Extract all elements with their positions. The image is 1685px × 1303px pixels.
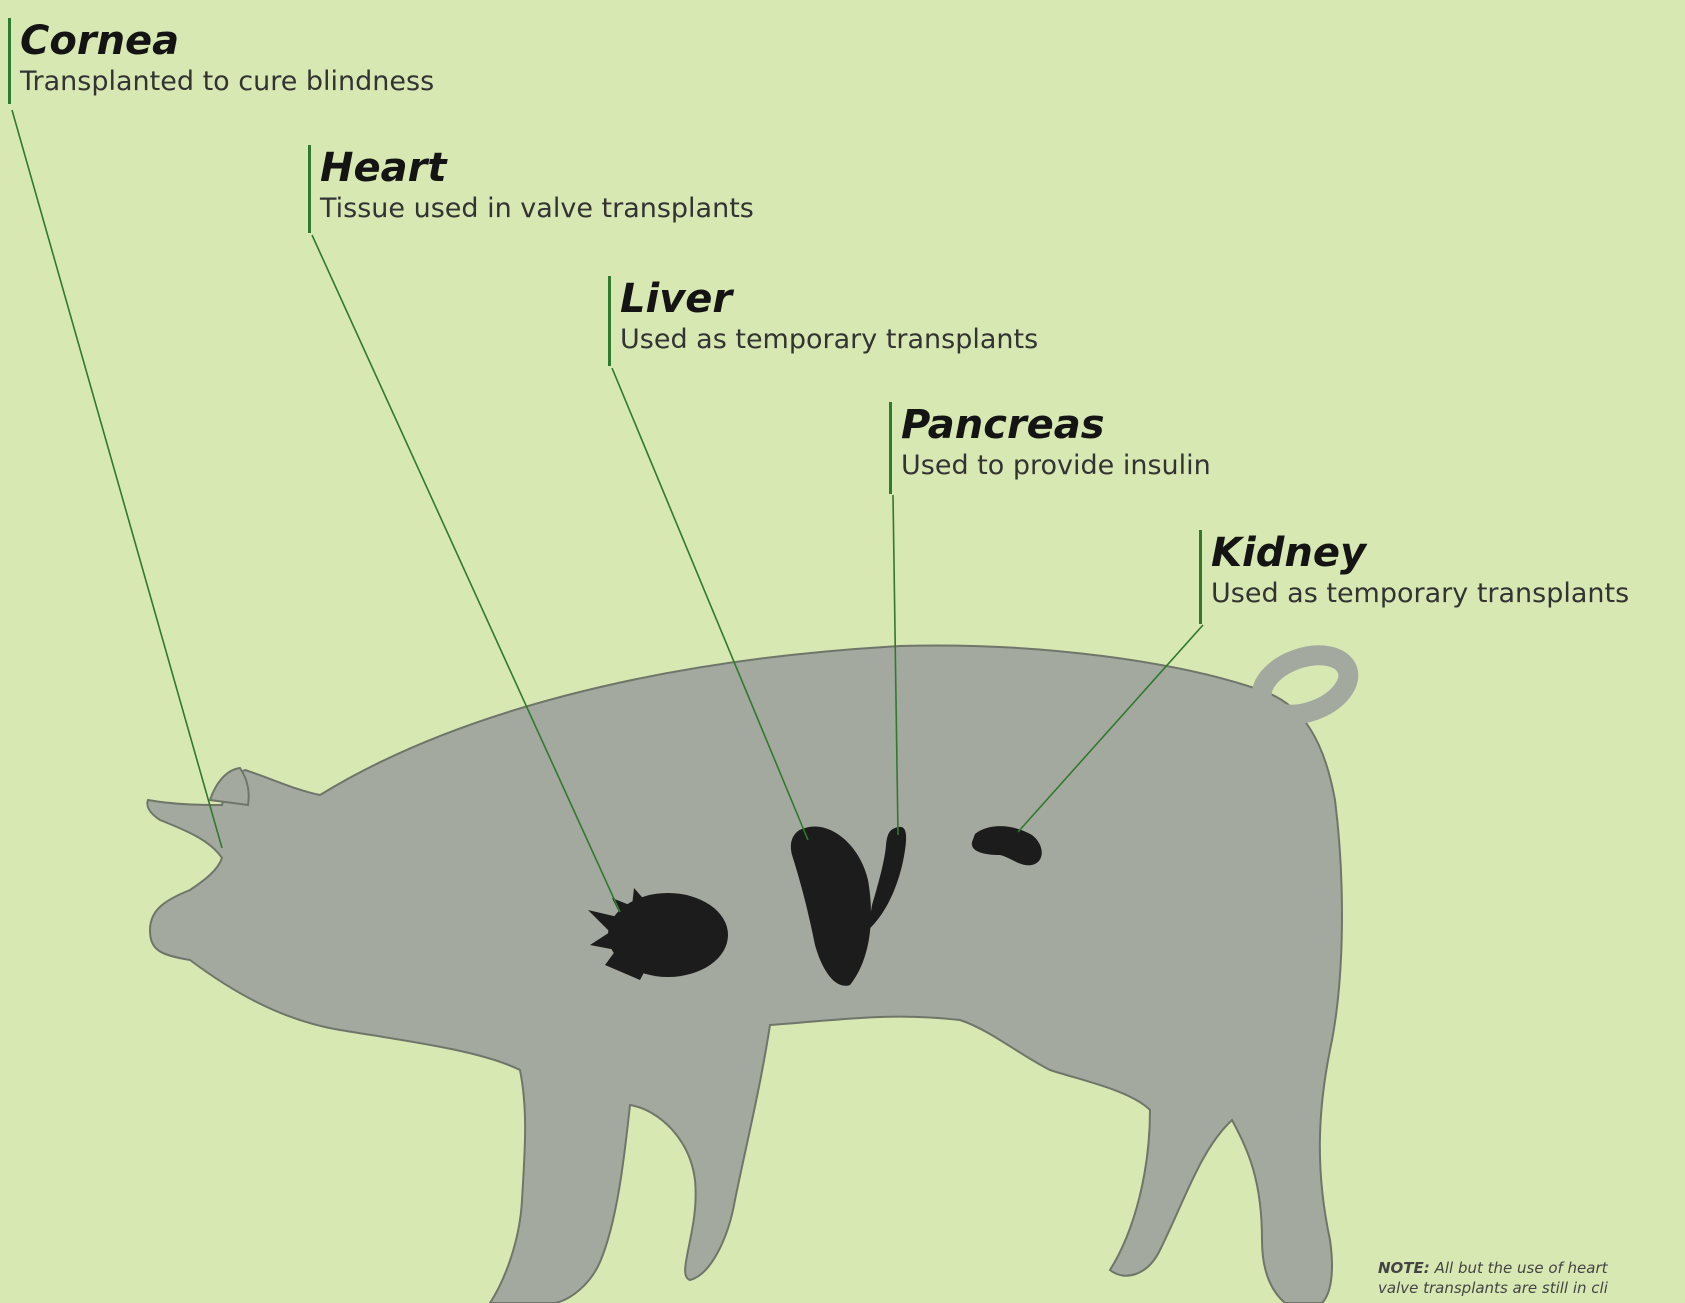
callout-bar	[8, 18, 11, 104]
callout-bar	[608, 276, 611, 366]
pig-ear	[210, 768, 249, 805]
organ-desc-liver: Used as temporary transplants	[620, 322, 1038, 358]
callout-bar	[308, 145, 311, 233]
callout-heart: Heart Tissue used in valve transplants	[308, 145, 754, 227]
organ-name-heart: Heart	[320, 145, 754, 191]
callout-pancreas: Pancreas Used to provide insulin	[889, 402, 1211, 484]
organ-desc-pancreas: Used to provide insulin	[901, 448, 1211, 484]
callout-bar	[1199, 530, 1202, 624]
note-text-1: All but the use of heart	[1435, 1259, 1608, 1277]
organ-name-kidney: Kidney	[1211, 530, 1629, 576]
note-text-2: valve transplants are still in cli	[1378, 1278, 1608, 1298]
pig-tail	[1253, 644, 1356, 726]
organ-name-pancreas: Pancreas	[901, 402, 1211, 448]
callout-liver: Liver Used as temporary transplants	[608, 276, 1038, 358]
organ-desc-cornea: Transplanted to cure blindness	[20, 64, 434, 100]
footnote: NOTE: All but the use of heart valve tra…	[1378, 1258, 1608, 1298]
callout-kidney: Kidney Used as temporary transplants	[1199, 530, 1629, 612]
footnote-line-1: NOTE: All but the use of heart	[1378, 1258, 1608, 1278]
callout-cornea: Cornea Transplanted to cure blindness	[8, 18, 434, 100]
organ-desc-kidney: Used as temporary transplants	[1211, 576, 1629, 612]
organ-name-cornea: Cornea	[20, 18, 434, 64]
callout-bar	[889, 402, 892, 494]
note-label: NOTE:	[1378, 1259, 1430, 1277]
leader-line-cornea	[12, 110, 222, 848]
organ-name-liver: Liver	[620, 276, 1038, 322]
organ-desc-heart: Tissue used in valve transplants	[320, 191, 754, 227]
pig-body	[147, 645, 1342, 1303]
